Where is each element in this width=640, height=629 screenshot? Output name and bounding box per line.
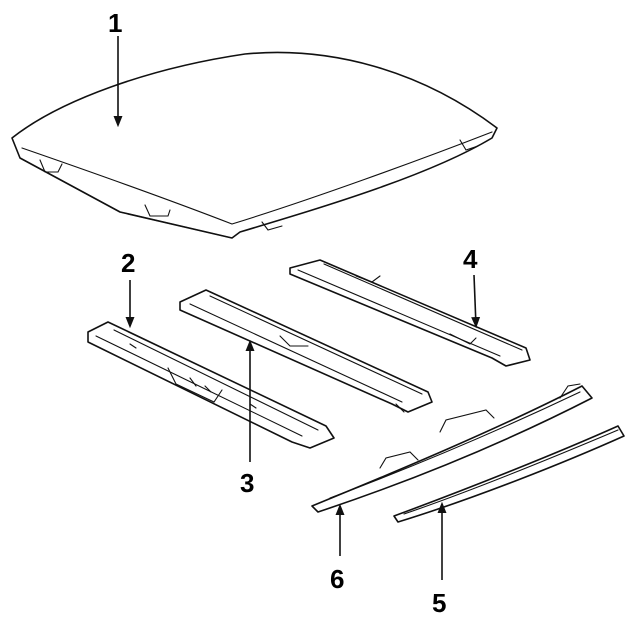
leader-4 <box>471 274 481 329</box>
callout-4: 4 <box>463 244 478 274</box>
roof-molding <box>393 425 625 523</box>
leader-lines <box>113 36 481 580</box>
callout-5: 5 <box>432 588 446 618</box>
callout-3: 3 <box>240 468 254 498</box>
callout-6: 6 <box>330 564 344 594</box>
front-roof-rail <box>87 321 335 449</box>
side-roof-rail <box>311 383 593 513</box>
center-roof-bow <box>179 289 433 413</box>
callout-labels: 1 2 3 4 5 6 <box>108 8 478 618</box>
callout-1: 1 <box>108 8 122 38</box>
callout-2: 2 <box>121 248 135 278</box>
roof-panel <box>11 51 498 239</box>
rear-roof-rail <box>289 259 531 367</box>
